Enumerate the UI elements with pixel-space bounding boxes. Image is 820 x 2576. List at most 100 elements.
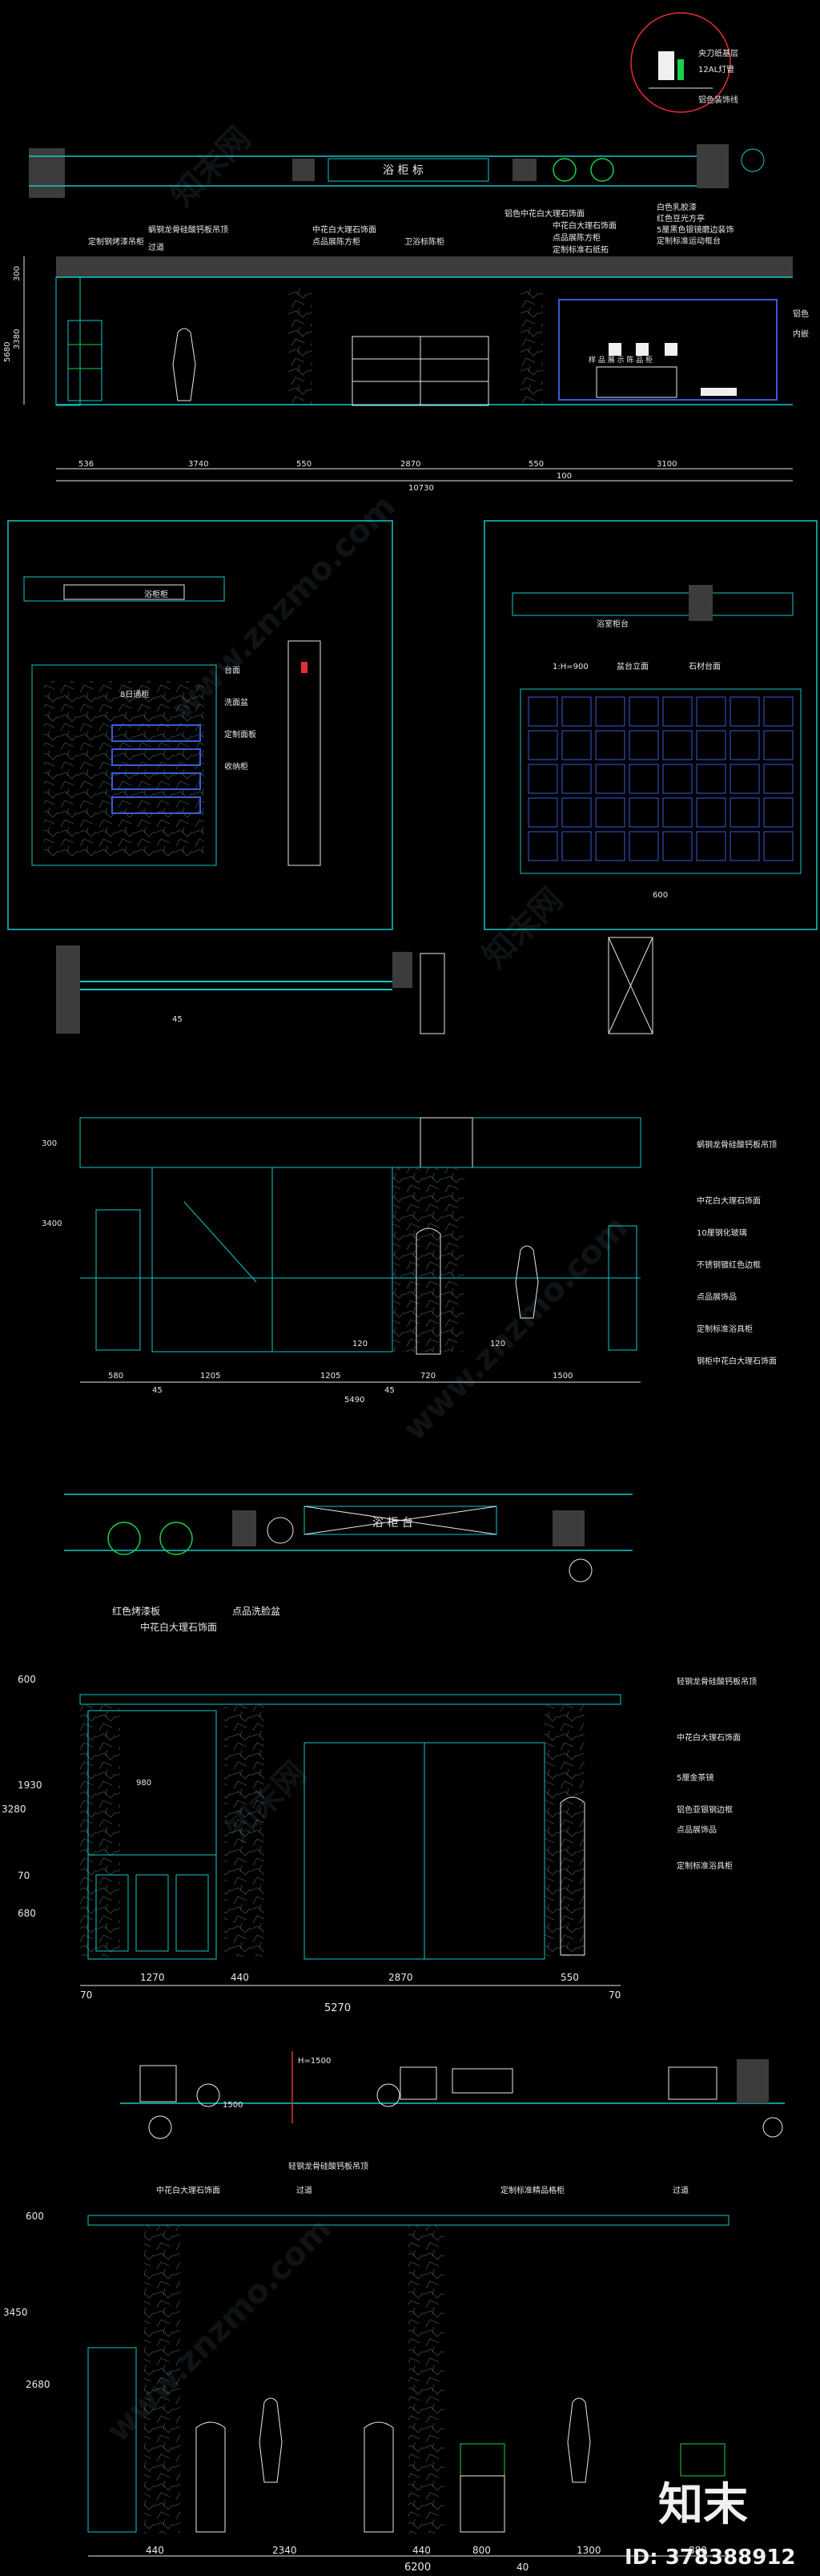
side-dim6-2: 2680 bbox=[26, 2379, 50, 2390]
cabinet-cell bbox=[629, 696, 659, 727]
cabinet-cell bbox=[696, 730, 726, 760]
cabinet-cell bbox=[528, 764, 558, 794]
side-dim5-2: 1930 bbox=[18, 1780, 42, 1791]
inner-dim5: 980 bbox=[136, 1779, 151, 1788]
watermarks: 知末网 www.znzmo.com 知末网 www.znzmo.com 知末网 … bbox=[100, 120, 635, 2449]
top-note5-1: 红色烤漆板 bbox=[112, 1605, 160, 1617]
cabinet-cell bbox=[595, 831, 625, 861]
dim5-2: 440 bbox=[231, 1972, 249, 1983]
dim6-total-sub: 40 bbox=[517, 2562, 529, 2573]
inner-dim4-1: 120 bbox=[352, 1340, 368, 1348]
side-dim6-3: 3450 bbox=[3, 2307, 28, 2318]
note4-7: 钢柜中花白大理石饰面 bbox=[697, 1356, 777, 1366]
display-panel: 样 品 展 示 陈 品 柜 bbox=[558, 299, 778, 401]
note-11: 白色乳胶漆 bbox=[657, 202, 697, 212]
note5-4: 铝色亚银钢边框 bbox=[677, 1804, 733, 1815]
cabinet-cell bbox=[662, 764, 693, 794]
label-2c: 定制面板 bbox=[224, 729, 256, 740]
note4-3: 10厘钢化玻璃 bbox=[697, 1228, 747, 1238]
cabinet-cell bbox=[763, 696, 794, 727]
subdim4-2: 45 bbox=[384, 1386, 395, 1395]
elevation-6: 轻钢龙骨硅酸钙板吊顶 中花白大理石饰面 过道 定制标准精品格柜 过道 440 2… bbox=[3, 2161, 730, 2574]
label-2a: 台面 bbox=[224, 665, 240, 675]
top-note5-3: 中花白大理石饰面 bbox=[140, 1621, 217, 1633]
side-dim5-3: 70 bbox=[18, 1870, 30, 1881]
cabinet-cell bbox=[561, 730, 592, 760]
cabinet-cell bbox=[763, 797, 794, 828]
watermark-3: 知末网 bbox=[476, 881, 570, 975]
note6-1: 轻钢龙骨硅酸钙板吊顶 bbox=[288, 2161, 368, 2171]
side-dim6-1: 600 bbox=[26, 2211, 44, 2222]
cabinet-cell bbox=[696, 797, 726, 828]
elevation-5: 红色烤漆板 点品洗脸盆 中花白大理石饰面 轻钢龙骨硅酸钙板吊顶 中花白大理石饰面… bbox=[2, 1605, 757, 2014]
top-note5-2: 点品洗脸盆 bbox=[232, 1606, 280, 1617]
section-strip bbox=[56, 937, 653, 1034]
note-13: 5厘黑色银镜磨边装饰 bbox=[657, 224, 734, 235]
side-dim4-1: 300 bbox=[42, 1139, 57, 1148]
dim-4: 2870 bbox=[400, 460, 420, 469]
dim6-3: 440 bbox=[412, 2545, 431, 2556]
cabinet-cell bbox=[696, 696, 726, 727]
side-dim5-5: 3280 bbox=[2, 1804, 26, 1815]
note-3: 过道 bbox=[148, 242, 164, 252]
dim5-4: 550 bbox=[561, 1972, 579, 1983]
dim-6: 100 bbox=[557, 472, 572, 481]
callout-label-3: 铝色装饰线 bbox=[698, 95, 738, 105]
dim-5: 550 bbox=[529, 460, 544, 469]
note4-1: 蜗钢龙骨硅酸钙板吊顶 bbox=[697, 1139, 777, 1150]
elevation-3: 浴室柜台 1:H=900 盆台立面 石材台面 600 bbox=[484, 520, 818, 930]
cabinet-cell bbox=[763, 831, 794, 861]
cabinet-cell bbox=[561, 764, 592, 794]
brand-logo-text: 知末 bbox=[658, 2479, 748, 2531]
note5-5: 点品展饰品 bbox=[677, 1824, 717, 1835]
right-note-1: 铝色 bbox=[793, 308, 809, 319]
plan-strip-2: 浴 柜 台 bbox=[64, 1494, 633, 1582]
dims-elev1: 536 3740 550 2870 550 100 3100 10730 568… bbox=[3, 256, 793, 493]
dim4-3: 1205 bbox=[320, 1372, 340, 1381]
plan-dim6-2: H=1500 bbox=[298, 2057, 331, 2066]
subdim5-1: 70 bbox=[80, 1989, 92, 2001]
cabinet-cell bbox=[730, 696, 760, 727]
dim6-5: 1300 bbox=[577, 2545, 601, 2556]
notes-elev1: 蜗钢龙骨硅酸钙板吊顶 定制钢烤漆吊柜 过道 中花白大理石饰面 点品展陈方柜 卫浴… bbox=[88, 202, 809, 339]
grid-cabinet bbox=[528, 696, 794, 861]
display-sign: 样 品 展 示 陈 品 柜 bbox=[589, 355, 653, 365]
note-2: 定制钢烤漆吊柜 bbox=[88, 236, 144, 247]
cabinet-cell bbox=[730, 764, 760, 794]
dim6-end: 880 bbox=[689, 2545, 707, 2556]
cabinet-cell bbox=[696, 764, 726, 794]
side-dim5-1: 600 bbox=[18, 1674, 36, 1685]
elevation-2: 浴柜柜 8日通柜 台面 洗面盆 定制面板 收纳柜 45 bbox=[7, 520, 393, 1024]
plan-dim6-1: 1500 bbox=[223, 2101, 243, 2110]
detail-callout-1: 央刀纸基层 12AL灯管 铝色装饰线 bbox=[630, 12, 738, 113]
left-label-2: 8日通柜 bbox=[120, 689, 149, 699]
cabinet-cell bbox=[763, 764, 794, 794]
plan-label-2: 浴柜柜 bbox=[144, 589, 168, 599]
note-7: 铝色中花白大理石饰面 bbox=[504, 208, 585, 219]
cabinet-cell bbox=[561, 797, 592, 828]
plan-strip-3: 1500 H=1500 bbox=[120, 2051, 785, 2139]
note-4: 中花白大理石饰面 bbox=[312, 224, 376, 235]
dim-1: 536 bbox=[78, 460, 94, 469]
dim-3-bottom: 600 bbox=[653, 891, 668, 900]
dim4-5: 1500 bbox=[553, 1372, 573, 1381]
note6-3: 过道 bbox=[296, 2185, 312, 2195]
note5-6: 定制标准浴具柜 bbox=[677, 1860, 733, 1871]
cabinet-cell bbox=[730, 831, 760, 861]
cabinet-cell bbox=[561, 831, 592, 861]
cabinet-cell bbox=[595, 730, 625, 760]
note4-2: 中花白大理石饰面 bbox=[697, 1195, 761, 1206]
note6-5: 过道 bbox=[673, 2185, 689, 2195]
cabinet-cell bbox=[662, 696, 693, 727]
note6-2: 中花白大理石饰面 bbox=[156, 2185, 220, 2195]
cabinet-cell bbox=[629, 764, 659, 794]
note-12: 红色豆光方亭 bbox=[657, 213, 705, 224]
dim6-2: 2340 bbox=[272, 2545, 297, 2556]
cabinet-cell bbox=[662, 797, 693, 828]
dim5-1: 1270 bbox=[140, 1972, 165, 1983]
note5-2: 中花白大理石饰面 bbox=[677, 1732, 741, 1743]
watermark-2: www.znzmo.com bbox=[164, 488, 403, 727]
subdim4-1: 45 bbox=[152, 1386, 163, 1395]
label-2d: 收纳柜 bbox=[224, 761, 248, 772]
dim4-4: 720 bbox=[420, 1372, 436, 1381]
